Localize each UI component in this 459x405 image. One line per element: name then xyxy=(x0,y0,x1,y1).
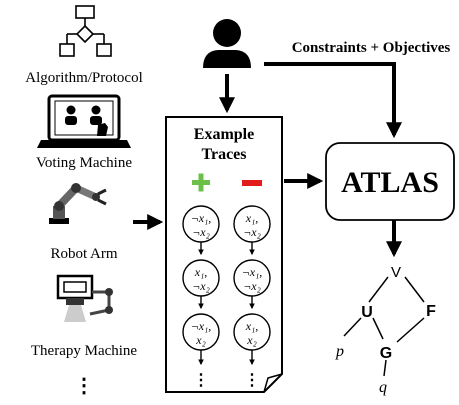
state-literal: x₂ xyxy=(195,333,206,347)
sources-more-ellipsis: ⋮ xyxy=(74,375,94,397)
state-literal: x₂ xyxy=(246,333,257,347)
laptop-users-icon xyxy=(37,94,131,148)
atlas-box xyxy=(325,142,455,221)
user-icon xyxy=(203,19,251,68)
state-literal: ¬x₁, xyxy=(191,319,212,333)
robot-arm-icon xyxy=(49,183,107,224)
tree-node-eventually: F xyxy=(426,303,436,320)
tree-node-globally: G xyxy=(380,345,392,362)
state-literal: ¬x₂ xyxy=(192,279,210,293)
tree-leaf-p: p xyxy=(335,343,344,360)
state-literal: ¬x₂ xyxy=(243,225,261,239)
state-literal: ¬x₂ xyxy=(192,225,210,239)
formula-tree xyxy=(343,276,425,377)
tree-leaf-q: q xyxy=(379,379,387,396)
state-literal: x₁, xyxy=(245,211,259,225)
trace-state-node xyxy=(233,313,271,351)
state-literal: ¬x₂ xyxy=(243,279,261,293)
user-to-atlas-connector xyxy=(264,62,402,139)
trace-continues-ellipsis: ⋮ xyxy=(193,372,209,389)
state-literal: x₁, xyxy=(245,319,259,333)
negative-trace-column: x₁, ¬x₂ ¬x₁, ¬x₂ x₁, x₂ ⋮ xyxy=(233,205,271,389)
traces-title-line2: Traces xyxy=(201,146,246,163)
source-label-algorithm: Algorithm/Protocol xyxy=(25,70,143,86)
traces-title-line1: Example xyxy=(194,126,254,143)
trace-continues-ellipsis: ⋮ xyxy=(244,372,260,389)
trace-state-node xyxy=(182,205,220,243)
therapy-machine-icon xyxy=(56,274,113,322)
source-label-voting: Voting Machine xyxy=(36,155,132,171)
source-label-therapy: Therapy Machine xyxy=(31,343,138,359)
constraints-objectives-label: Constraints + Objectives xyxy=(292,40,451,56)
trace-state-node xyxy=(233,259,271,297)
trace-state-node xyxy=(233,205,271,243)
source-label-robot: Robot Arm xyxy=(50,246,117,262)
state-literal: ¬x₁, xyxy=(242,265,263,279)
negative-minus-icon xyxy=(242,180,262,186)
trace-state-node xyxy=(182,259,220,297)
positive-plus-icon xyxy=(192,173,210,192)
positive-trace-column: ¬x₁, ¬x₂ x₁, ¬x₂ ¬x₁, x₂ ⋮ xyxy=(182,205,220,389)
state-literal: x₁, xyxy=(194,265,208,279)
trace-state-node xyxy=(182,313,220,351)
tree-node-until: U xyxy=(361,304,373,321)
flowchart-icon xyxy=(59,5,112,57)
state-literal: ¬x₁, xyxy=(191,211,212,225)
tree-node-or: V xyxy=(391,264,401,281)
atlas-label: ATLAS xyxy=(341,166,439,199)
